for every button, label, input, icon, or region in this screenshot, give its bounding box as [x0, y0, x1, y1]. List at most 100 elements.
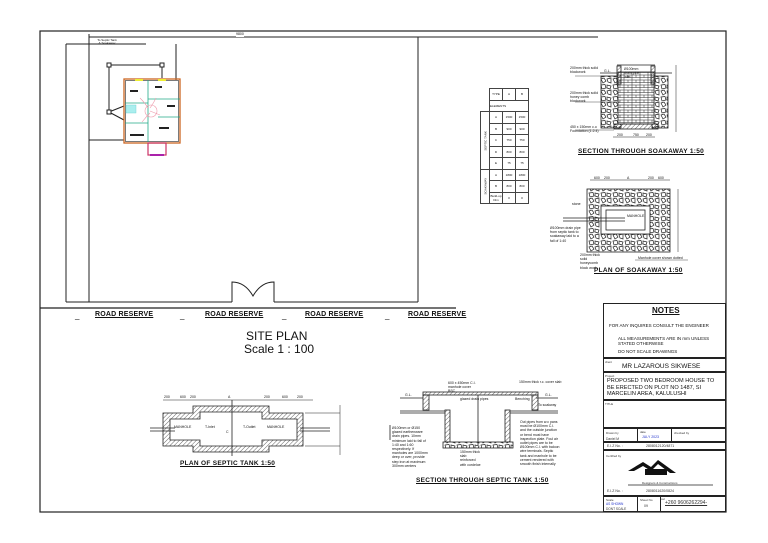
manhole-label: MANHOLE [174, 425, 192, 429]
table-cell: 800 [502, 145, 516, 158]
septic-plan-drawing [150, 399, 341, 456]
project-row: Project PROPOSED TWO BEDROOM HOUSE TO BE… [603, 372, 726, 400]
client-label: client [605, 360, 613, 364]
septic-route-note: To Septic Tank & Soakaway [97, 38, 117, 45]
note-item: DO NOT SCALE DRAWINGS [618, 349, 678, 354]
septic-plan-title: PLAN OF SEPTIC TANK 1:50 [180, 460, 276, 467]
dimension: 200 [648, 176, 654, 180]
table-cell: A [489, 168, 503, 181]
title-label: TITLE [605, 402, 614, 406]
checked-by-label: checked by [674, 431, 690, 435]
soakaway-note: 200mm thick solid blockwork [570, 66, 599, 75]
table-cell: E [489, 157, 503, 170]
scale-value: AS SHOWN [606, 502, 624, 506]
house-plan [123, 78, 181, 156]
date-label: date [640, 430, 646, 434]
dimension: 600 [658, 176, 664, 180]
dimension: 600 [594, 176, 600, 180]
road-dash: _ [75, 311, 80, 320]
soakaway-plan-note: stone [572, 202, 581, 206]
table-cell: 1800 [515, 168, 529, 181]
phone-number: +260 9606262294- [665, 500, 708, 506]
table-cell: 800 [515, 180, 529, 193]
septic-note: Benching [515, 397, 530, 401]
table-cell: 75 [515, 157, 529, 170]
soakaway-plan-title: PLAN OF SOAKAWAY 1:50 [594, 267, 683, 274]
dont-scale-note: DONT SCALE [606, 507, 627, 511]
table-header: TYPE [489, 88, 503, 101]
road-reserve-label: ROAD RESERVE [408, 311, 467, 318]
site-plan-title: SITE PLAN [246, 329, 308, 343]
outlet-label: T-Outlet [243, 425, 256, 429]
soakaway-plan-drawing [563, 179, 688, 261]
road-dash: _ [180, 311, 185, 320]
notes-panel: NOTES FOR ANY INQUIRES CONSULT THE ENGIN… [603, 303, 726, 358]
table-cell: A [489, 111, 503, 124]
company-name: Designers & Constructions [642, 481, 678, 485]
soakaway-note: 450 x 150mm c.o Foundation (1:2:4) [570, 125, 599, 134]
eiz-number: 2808012120/4871 [646, 444, 675, 448]
scale-row: Scale AS SHOWN DONT SCALE Sheet No 09 ce… [603, 496, 726, 512]
dimension: A [627, 176, 630, 180]
soakaway-note: Ø100mm drain pipe inlet [624, 67, 640, 80]
septic-section-title: SECTION THROUGH SEPTIC TANK 1:50 [416, 477, 549, 484]
table-cell [481, 89, 490, 101]
inlet-label: T-Inlet [205, 425, 215, 429]
table-cell: Build-up Dim [489, 191, 503, 204]
certified-row: Certified by Designers & Constructions E… [603, 450, 726, 496]
sheet-number: 09 [644, 504, 648, 508]
septic-note: glazed drain pipes [460, 397, 489, 401]
manhole-label: MANHOLE [627, 214, 645, 218]
certified-label: Certified by [606, 454, 622, 458]
ground-level-label: G.L. [405, 393, 412, 397]
dimension: 600 [180, 395, 186, 399]
eiz-row: E.I.Z No. : 2808012120/4871 [603, 442, 726, 450]
sheet-label: Sheet No [640, 498, 653, 502]
septic-note: Out pipes from w.c pans must be Ø100mm C… [520, 420, 560, 466]
table-cell: 800 [515, 145, 529, 158]
table-cell: 1500 [515, 111, 529, 124]
table-cell: 75 [502, 157, 516, 170]
table-cell: 1800 [502, 168, 516, 181]
table-cell: 0 [502, 191, 516, 204]
table-header: B [515, 88, 529, 101]
road-dash: _ [282, 311, 287, 320]
table-cell: C [489, 134, 503, 147]
table-cell: 1500 [502, 111, 516, 124]
dimension: A [228, 395, 231, 399]
septic-section-drawing [389, 391, 558, 449]
septic-note: To soakway [538, 403, 557, 407]
project-description: PROPOSED TWO BEDROOM HOUSE TO BE ERECTED… [607, 378, 715, 398]
dimension: 200 [617, 133, 623, 137]
table-cell: 750 [515, 134, 529, 147]
note-item: FOR ANY INQUIRES CONSULT THE ENGINEER [609, 323, 709, 328]
ground-level-label: G.L. [545, 393, 552, 397]
septic-note: 600 x 450mm C.I. manhole cover BSC [448, 381, 476, 394]
eiz-label: E.I.Z No. : [607, 489, 623, 493]
table-cell: B [489, 180, 503, 193]
road-dash: _ [385, 311, 390, 320]
table-cell: D [489, 145, 503, 158]
table-cell: 900 [515, 122, 529, 135]
sheet-border [39, 30, 727, 513]
cell-label: cel [661, 497, 665, 501]
septic-note: 150mm thick r.c. cover slab [519, 380, 562, 384]
group-label: SOAKAWAY [480, 169, 490, 204]
table-cell: 750 [502, 134, 516, 147]
site-plan-scale: Scale 1 : 100 [244, 342, 315, 356]
dimension: 200 [604, 176, 610, 180]
project-label: Project [605, 374, 615, 378]
table-cell: 800 [502, 180, 516, 193]
site-plan-drawing [40, 34, 598, 309]
client-row: client MR LAZAROUS SIKWESE [603, 358, 726, 372]
scale-label: Scale [606, 498, 614, 502]
drawn-by-label: Drawn by [606, 431, 619, 435]
dimension: 200 [190, 395, 196, 399]
dimension: 600 [282, 395, 288, 399]
